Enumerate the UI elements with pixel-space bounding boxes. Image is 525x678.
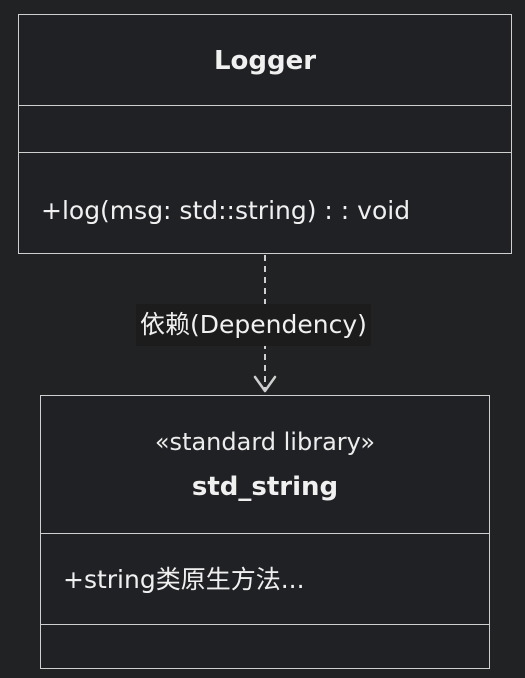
logger-method-log: +log(msg: std::string) : : void xyxy=(41,196,411,225)
logger-attributes-compartment xyxy=(19,106,511,152)
dependency-label: 依赖(Dependency) xyxy=(136,304,371,346)
class-std-string-stereotype: «standard library» xyxy=(154,428,376,456)
std-string-divider-1 xyxy=(41,533,489,534)
class-std-string-name: std_string xyxy=(191,472,339,502)
class-logger[interactable]: Logger +log(msg: std::string) : : void xyxy=(18,14,512,254)
std-string-methods-compartment xyxy=(41,625,489,669)
std-string-attribute-1: +string类原生方法... xyxy=(63,565,305,594)
dependency-arrowhead xyxy=(253,375,277,393)
std-string-divider-2 xyxy=(41,624,489,625)
logger-divider-2 xyxy=(19,152,511,153)
class-logger-name: Logger xyxy=(213,46,317,76)
logger-divider-1 xyxy=(19,105,511,106)
class-std-string[interactable]: «standard library» std_string +string类原生… xyxy=(40,395,490,669)
